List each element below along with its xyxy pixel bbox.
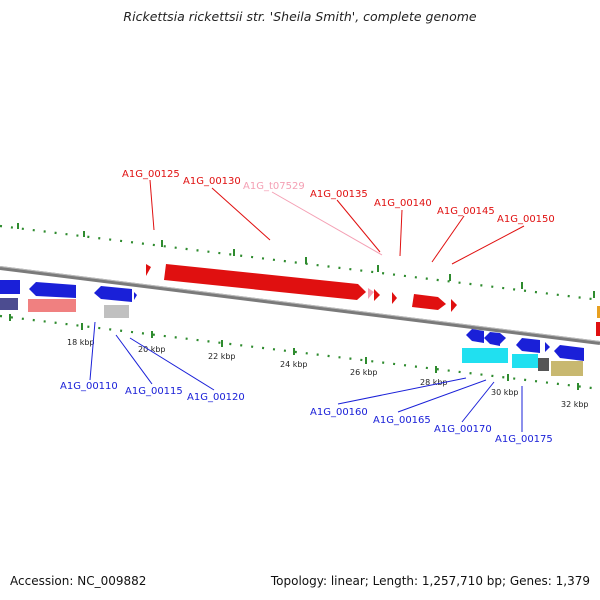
gene-arrow-a1g-00130[interactable] bbox=[164, 264, 366, 300]
gene-label-a1g-00145: A1G_00145 bbox=[437, 206, 495, 217]
forward-ruler bbox=[0, 224, 600, 302]
reverse-ruler-ticks bbox=[9, 314, 579, 390]
gene-label-a1g-00115: A1G_00115 bbox=[125, 386, 183, 397]
forward-gene-features bbox=[146, 264, 600, 336]
gene-label-a1g-00160: A1G_00160 bbox=[310, 407, 368, 418]
gene-arrow-a1g-00110[interactable] bbox=[94, 286, 132, 302]
feature-box-grey bbox=[104, 305, 129, 318]
gene-arrow-a1g-00150[interactable] bbox=[451, 299, 457, 312]
feature-box-cyan2 bbox=[512, 354, 538, 368]
accession-info: Accession: NC_009882 bbox=[10, 574, 146, 588]
gene-arrow-edge-red bbox=[596, 322, 600, 336]
genome-backbone bbox=[0, 266, 600, 345]
forward-gene-labels: A1G_00125 A1G_00130 A1G_t07529 A1G_00135… bbox=[122, 169, 555, 225]
gene-label-a1g-00130: A1G_00130 bbox=[183, 176, 241, 187]
accession-value: NC_009882 bbox=[77, 574, 147, 588]
gene-label-a1g-00125: A1G_00125 bbox=[122, 169, 180, 180]
gene-label-a1g-00110: A1G_00110 bbox=[60, 381, 118, 392]
forward-ruler-ticks bbox=[17, 223, 595, 298]
gene-label-a1g-00135: A1G_00135 bbox=[310, 189, 368, 200]
gene-arrow-a1g-00160[interactable] bbox=[466, 329, 484, 343]
gene-arrow-a1g-00125[interactable] bbox=[146, 264, 151, 276]
kbp-label: 22 kbp bbox=[208, 352, 236, 361]
kbp-label: 24 kbp bbox=[280, 360, 308, 369]
kbp-label: 30 kbp bbox=[491, 388, 519, 397]
feature-box-khaki bbox=[551, 361, 583, 376]
forward-leader-lines bbox=[149, 179, 525, 265]
kbp-label: 26 kbp bbox=[350, 368, 378, 377]
kbp-label: 32 kbp bbox=[561, 400, 589, 409]
kbp-label: 18 kbp bbox=[67, 338, 95, 347]
gene-arrow-a1g-00165[interactable] bbox=[484, 332, 500, 346]
gene-arrow-reverse-left2 bbox=[29, 282, 76, 298]
reverse-leader-lines bbox=[89, 321, 523, 432]
gene-label-a1g-00150: A1G_00150 bbox=[497, 214, 555, 225]
reverse-gene-labels: A1G_00110 A1G_00115 A1G_00120 A1G_00160 … bbox=[60, 381, 553, 445]
gene-arrow-a1g-00135[interactable] bbox=[374, 289, 380, 301]
gene-arrow-a1g-00170[interactable] bbox=[516, 338, 540, 353]
gene-label-a1g-00175: A1G_00175 bbox=[495, 434, 553, 445]
kbp-labels: 18 kbp 20 kbp 22 kbp 24 kbp 26 kbp 28 kb… bbox=[67, 338, 589, 409]
feature-box-cyan1 bbox=[462, 348, 508, 363]
gene-label-a1g-00120: A1G_00120 bbox=[187, 392, 245, 403]
gene-arrow-a1g-00175[interactable] bbox=[554, 345, 584, 361]
gene-arrow-a1g-00140[interactable] bbox=[392, 292, 397, 304]
gene-label-a1g-00165: A1G_00165 bbox=[373, 415, 431, 426]
feature-box-salmon bbox=[28, 299, 76, 312]
accession-label: Accession: bbox=[10, 574, 74, 588]
gene-arrow-a1g-t07529[interactable] bbox=[368, 288, 374, 299]
kbp-label: 20 kbp bbox=[138, 345, 166, 354]
gene-arrow-reverse-small3 bbox=[545, 342, 550, 352]
gene-arrow-reverse-left1 bbox=[0, 280, 20, 294]
feature-box-dark bbox=[538, 358, 549, 371]
gene-arrow-reverse-small2 bbox=[500, 333, 506, 344]
gene-arrow-edge-orange bbox=[597, 306, 600, 318]
gene-label-a1g-00170: A1G_00170 bbox=[434, 424, 492, 435]
topology-info: Topology: linear; Length: 1,257,710 bp; … bbox=[270, 574, 590, 588]
kbp-label: 28 kbp bbox=[420, 378, 448, 387]
gene-label-a1g-00140: A1G_00140 bbox=[374, 198, 432, 209]
gene-arrow-a1g-00145[interactable] bbox=[412, 294, 446, 310]
gene-arrow-reverse-small1 bbox=[134, 292, 137, 300]
gene-label-a1g-t07529: A1G_t07529 bbox=[243, 181, 305, 192]
reverse-ruler bbox=[0, 314, 600, 391]
feature-box-navy bbox=[0, 298, 18, 310]
reverse-gene-features bbox=[0, 280, 584, 376]
genome-title: Rickettsia rickettsii str. 'Sheila Smith… bbox=[123, 9, 477, 24]
